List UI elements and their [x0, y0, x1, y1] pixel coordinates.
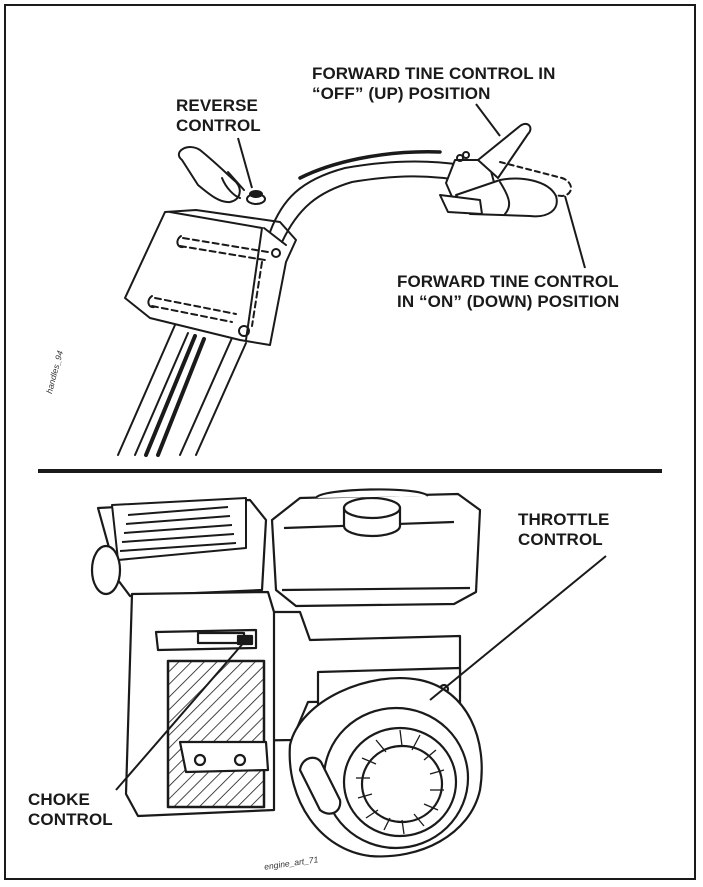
- top-leader-lines: [237, 103, 586, 269]
- tiller-handlebar-drawing: [117, 122, 572, 457]
- engine-drawing: [90, 488, 483, 858]
- forward-tine-on-label: FORWARD TINE CONTROL IN “ON” (DOWN) POSI…: [397, 272, 620, 311]
- forward-tine-off-label: FORWARD TINE CONTROL IN “OFF” (UP) POSIT…: [312, 64, 556, 103]
- choke-control-label: CHOKE CONTROL: [28, 790, 113, 829]
- bottom-leader-lines: [115, 555, 607, 791]
- section-divider: [38, 469, 662, 473]
- throttle-control-label: THROTTLE CONTROL: [518, 510, 610, 549]
- reverse-control-label: REVERSE CONTROL: [176, 96, 261, 135]
